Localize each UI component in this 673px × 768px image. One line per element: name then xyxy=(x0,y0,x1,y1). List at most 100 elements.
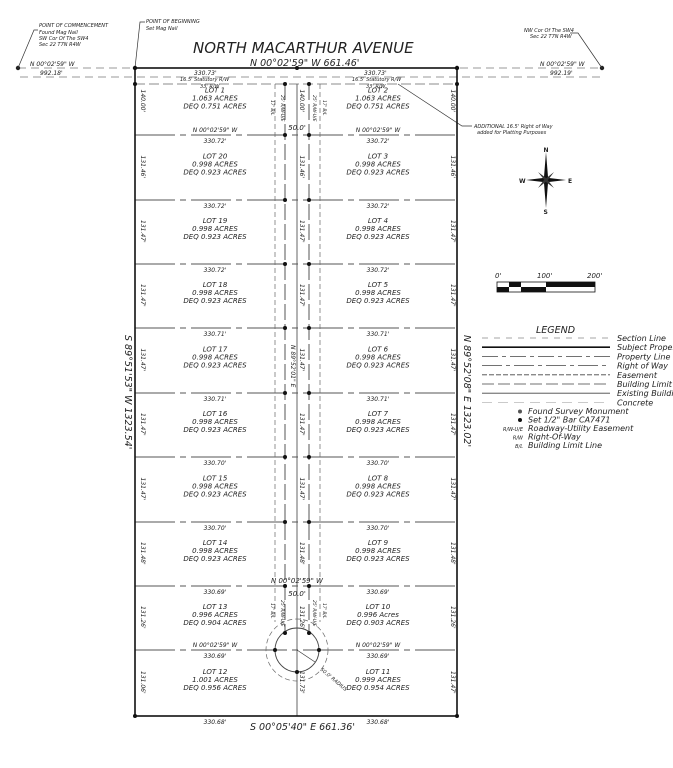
lot-deq: DEQ 0.923 ACRES xyxy=(183,169,247,177)
lot-acres: 0.998 ACRES xyxy=(192,161,238,169)
lot-deq: DEQ 0.923 ACRES xyxy=(183,233,247,241)
lot-name: LOT 2 xyxy=(368,87,389,95)
lot-deq: DEQ 0.923 ACRES xyxy=(346,555,410,563)
rw-33-left: 33' R/W xyxy=(200,84,220,90)
commencement-line2: SW Cor Of The SW4 xyxy=(39,36,88,42)
row-width-left: 330.72' xyxy=(204,267,227,274)
cul-de-sac-bl xyxy=(265,618,329,682)
lot-name: LOT 13 xyxy=(203,603,228,611)
monument-icon xyxy=(307,198,311,202)
lot-bearing-left: N 00°02'59" W xyxy=(193,642,239,649)
lot-name: LOT 11 xyxy=(366,668,391,676)
commencement-line1: Found Mag Nail xyxy=(39,30,78,36)
scale-0: 0' xyxy=(495,272,501,280)
lot-name: LOT 4 xyxy=(368,217,388,225)
lot-acres: 0.998 ACRES xyxy=(355,225,401,233)
row-width-left: 330.69' xyxy=(204,653,227,660)
center-depth-label: 131.47' xyxy=(298,284,305,307)
center-depth-label: 140.00' xyxy=(298,90,305,113)
monument-icon xyxy=(307,520,311,524)
monument-icon xyxy=(283,455,287,459)
lot-acres: 0.998 ACRES xyxy=(355,354,401,362)
row-width-left: 330.72' xyxy=(204,203,227,210)
right-depth-label: 131.47' xyxy=(449,478,456,501)
rwue-label: 25' R/W-U/E xyxy=(279,95,285,122)
lot-deq: DEQ 0.904 ACRES xyxy=(183,619,247,627)
row-width-right: 330.71' xyxy=(367,331,390,338)
legend-symbol-label: Building Limit Line xyxy=(528,441,602,450)
legend-line-label: Existing Building xyxy=(617,389,673,398)
legend-line-item: Easement xyxy=(482,371,658,380)
legend-abbr: B/L xyxy=(515,444,523,450)
lot-deq: DEQ 0.923 ACRES xyxy=(183,491,247,499)
lot-deq: DEQ 0.923 ACRES xyxy=(346,491,410,499)
center-depth-label: 131.26' xyxy=(298,606,305,629)
lot-acres: 0.998 ACRES xyxy=(192,225,238,233)
legend-line-item: Section Line xyxy=(482,334,666,343)
lot-deq: DEQ 0.923 ACRES xyxy=(346,169,410,177)
monument-icon xyxy=(283,391,287,395)
bl-label: 17' B/L xyxy=(321,100,327,116)
center-depth-label: 131.47' xyxy=(298,413,305,436)
lot-name: LOT 3 xyxy=(368,153,388,161)
right-depth-label: 131.46' xyxy=(449,156,456,179)
lot-acres: 0.998 ACRES xyxy=(355,483,401,491)
left-depth-label: 131.47' xyxy=(139,478,146,501)
right-depth-label: 131.47' xyxy=(449,413,456,436)
beginning-title: POINT OF BEGINNING xyxy=(146,19,200,25)
monument-icon xyxy=(317,648,321,652)
lot-acres: 0.998 ACRES xyxy=(355,161,401,169)
lot-name: LOT 5 xyxy=(368,281,389,289)
west-boundary-label: S 89°51'53" W 1323.54' xyxy=(122,335,133,449)
additional-rw-line2: added for Platting Purposes xyxy=(477,130,547,136)
center-depth-label: 131.47' xyxy=(298,478,305,501)
additional-rw-leader xyxy=(397,83,472,127)
bl-label: 17' B/L xyxy=(321,603,327,619)
legend-line-label: Section Line xyxy=(617,334,666,343)
tie-left-distance: 992.18' xyxy=(40,70,63,77)
nw-corner-line2: Sec 22 T7N R4W xyxy=(530,34,573,40)
lot-deq: DEQ 0.751 ACRES xyxy=(346,103,410,111)
monument-icon xyxy=(283,82,287,86)
section-lines xyxy=(18,67,600,78)
lot-name: LOT 12 xyxy=(203,668,228,676)
lot-acres: 0.999 ACRES xyxy=(355,676,401,684)
row-width-right: 330.72' xyxy=(367,203,390,210)
legend-symbol-item: Set 1/2" Bar CA7471 xyxy=(518,416,610,425)
center-depth-label: 131.48' xyxy=(298,542,305,565)
lot-deq: DEQ 0.954 ACRES xyxy=(346,684,410,692)
legend-line-item: Building Limit Line xyxy=(482,380,673,389)
lot-deq: DEQ 0.903 ACRES xyxy=(346,619,410,627)
scale-bar: 0' 100' 200' xyxy=(495,272,602,293)
monument-icon xyxy=(307,262,311,266)
top-width-right: 330.73' xyxy=(364,70,387,77)
row-width-left: 330.72' xyxy=(204,138,227,145)
legend-symbol-item: Found Survey Monument xyxy=(518,407,629,416)
monument-icon xyxy=(283,584,287,588)
beginning-line1: Set Mag Nail xyxy=(146,26,178,32)
